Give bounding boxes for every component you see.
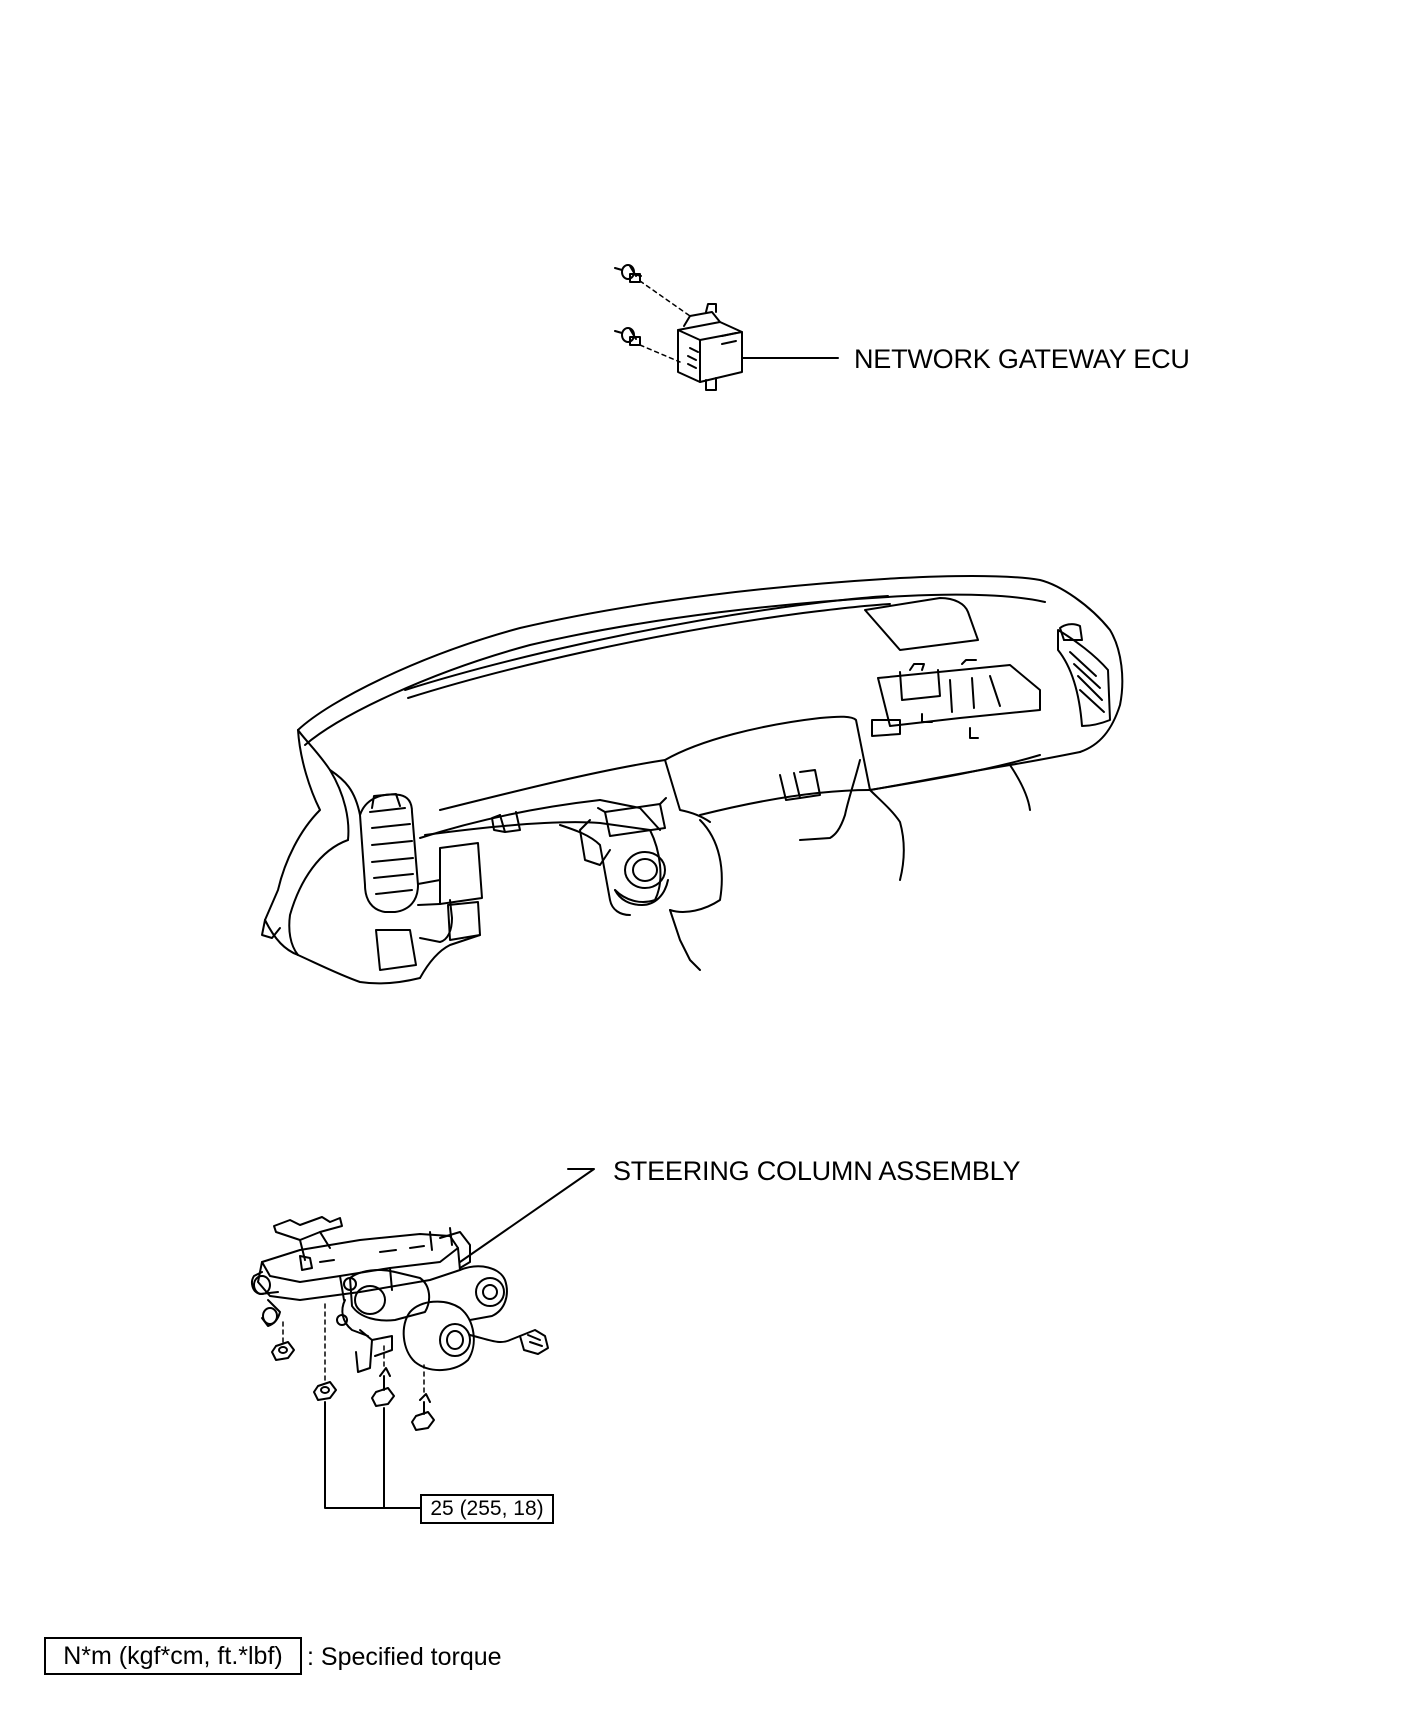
torque-leader-lines [324,1401,421,1509]
steering-column-assembly-label: STEERING COLUMN ASSEMBLY [613,1156,1021,1186]
nut-left [271,1341,295,1361]
steering-column-assembly [251,1168,595,1373]
instrument-panel [261,574,1124,985]
bolt-center [371,1367,395,1407]
network-gateway-ecu [614,264,839,391]
fastener-guide-lines [282,1299,425,1393]
torque-legend-unit-box: N*m (kgf*cm, ft.*lbf) [44,1637,302,1675]
torque-spec-box: 25 (255, 18) [420,1494,554,1524]
left-air-vent [359,793,419,913]
steering-column-fasteners [271,1299,435,1431]
right-air-vent [1057,623,1111,727]
ecu-body [677,303,743,391]
bolt-right [411,1393,435,1431]
torque-legend-description: : Specified torque [307,1643,502,1671]
ecu-screw-lower [614,327,641,346]
nut-center-left [313,1381,337,1401]
ecu-screw-guide-lines [639,280,691,363]
network-gateway-ecu-label: NETWORK GATEWAY ECU [854,344,1190,374]
steering-column-leader-line [459,1168,595,1263]
ecu-screw-upper [614,264,642,283]
